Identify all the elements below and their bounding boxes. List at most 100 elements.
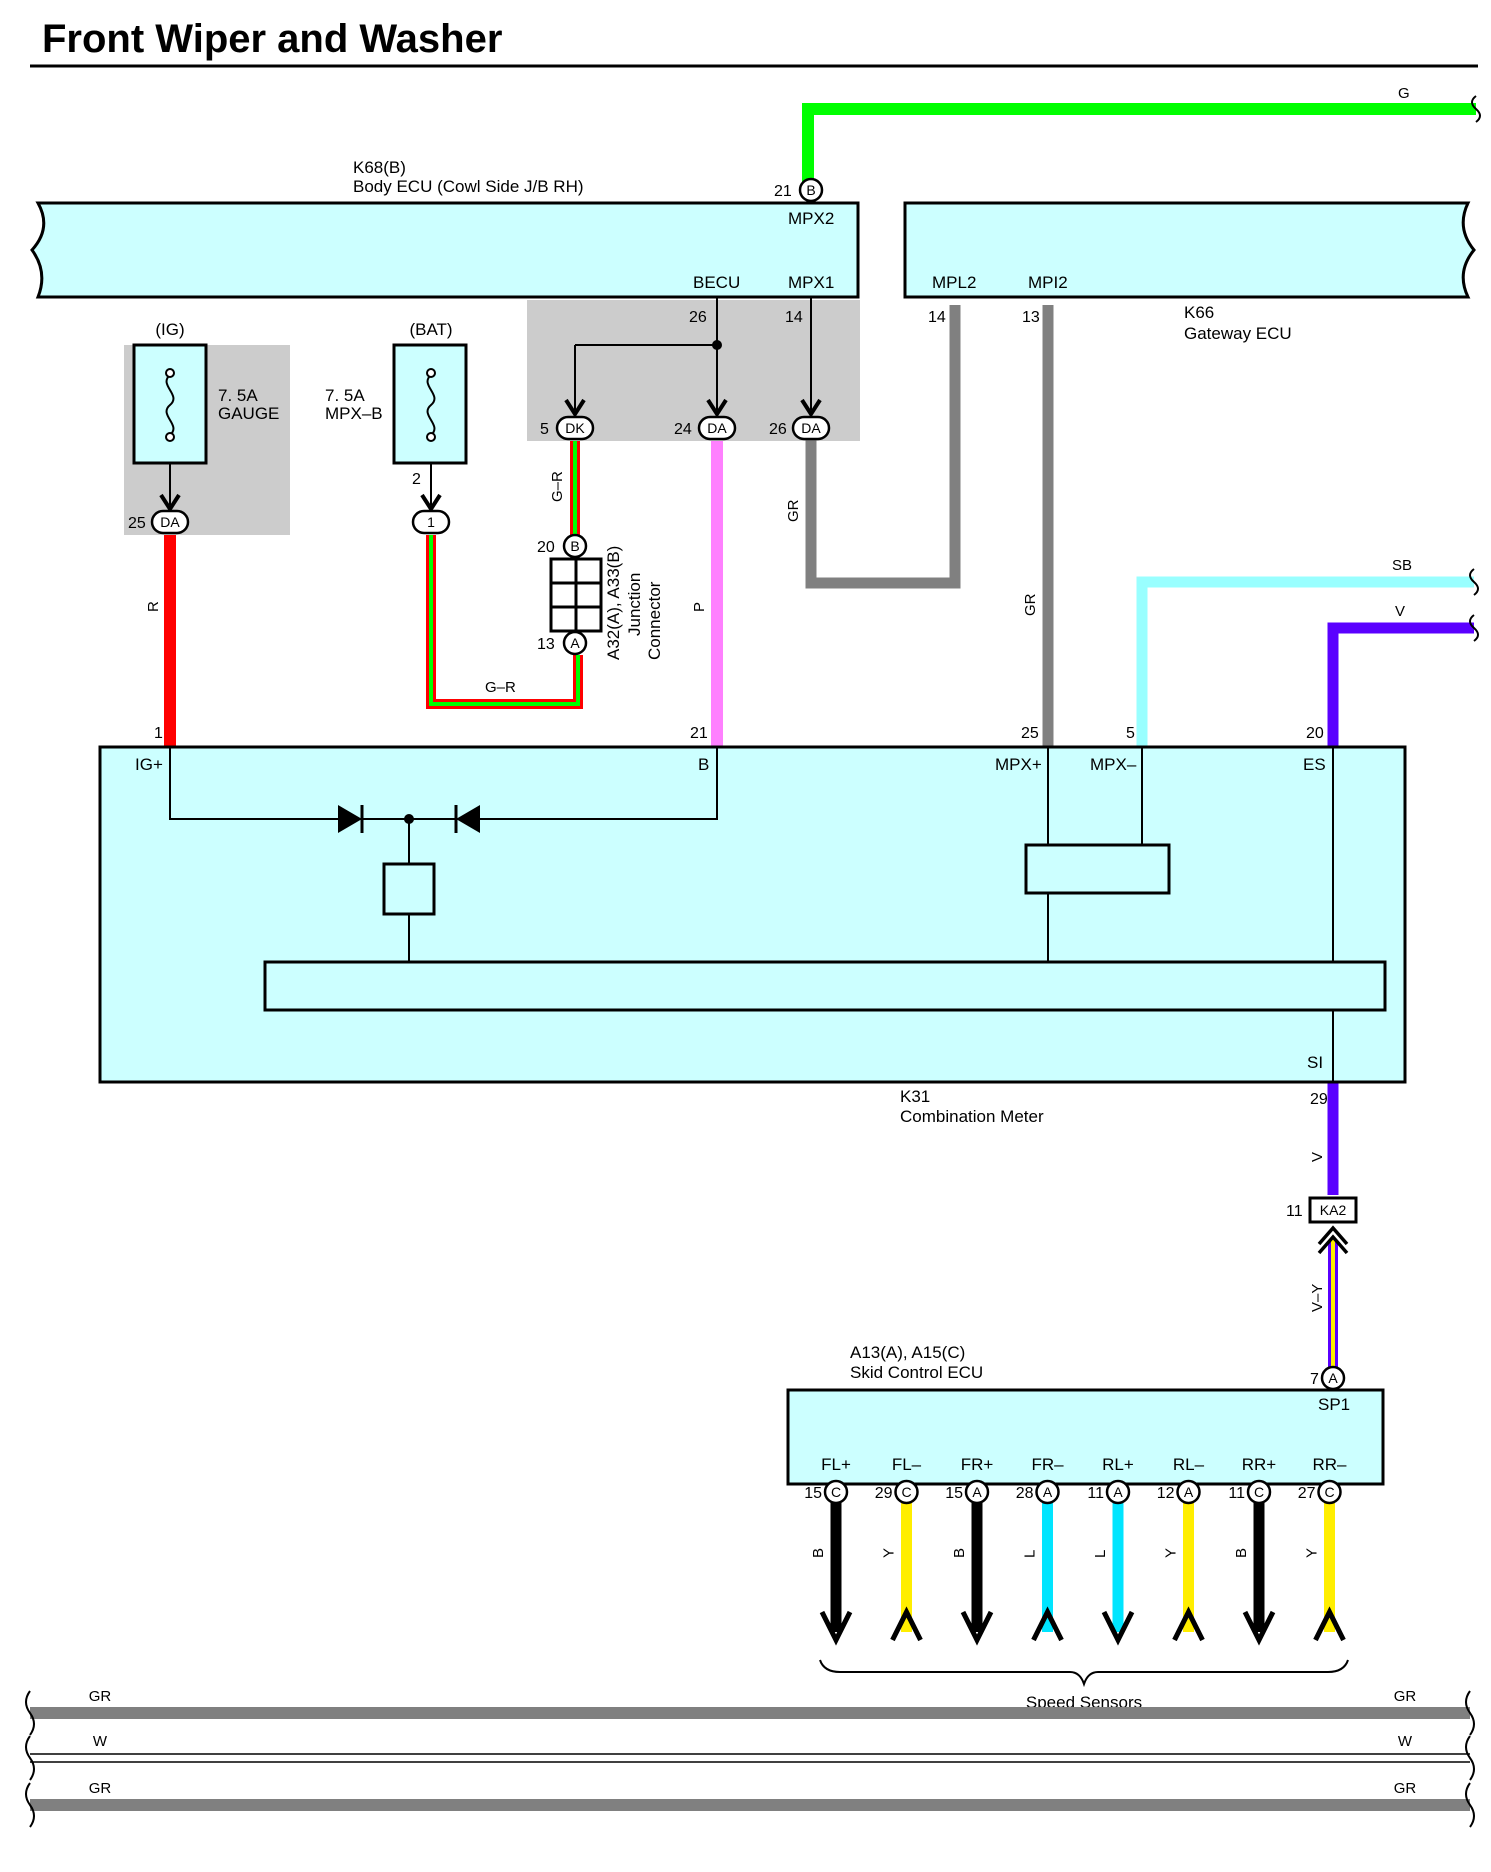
wire-label-v: V — [1395, 603, 1405, 620]
pin-label-mpx1: MPX1 — [788, 273, 834, 292]
sensor-connector-6 — [1176, 1479, 1201, 1505]
skid-ecu-pin-7: RR+ — [1242, 1455, 1277, 1474]
fuse-mpxb-source: (BAT) — [409, 320, 452, 339]
wire-label-g-top: G — [1398, 85, 1410, 102]
meter-diode-right — [456, 805, 480, 833]
pin-11: 11 — [1286, 1203, 1303, 1220]
connector-da-25 — [150, 509, 190, 535]
pin-1: 1 — [154, 725, 163, 742]
becu-junction-dot — [712, 340, 722, 350]
sensor-connector-label-2: C — [901, 1484, 911, 1500]
connector-da-25-label: DA — [160, 514, 180, 530]
connector-dk-5-label: DK — [565, 420, 585, 436]
sensor-connector-label-6: A — [1184, 1484, 1194, 1500]
sensor-connector-8 — [1317, 1479, 1342, 1505]
sensor-wire-label-3: B — [951, 1548, 968, 1558]
becu-branch — [574, 297, 718, 410]
sensor-connector-label-5: A — [1113, 1484, 1123, 1500]
sensor-arrow-out-7 — [1242, 1610, 1276, 1646]
sensor-connector-label-4: A — [1043, 1484, 1053, 1500]
junction-connector-name-line1: Junction — [625, 573, 644, 636]
meter-pin-mpxp: MPX+ — [995, 755, 1042, 774]
wire-label-v-y: V–Y — [1309, 1284, 1326, 1312]
connector-ka2-label: KA2 — [1320, 1202, 1347, 1218]
sensor-wire-label-2: Y — [881, 1548, 898, 1558]
sensor-arrow-in-8 — [1313, 1606, 1346, 1642]
meter-internal-bus — [263, 960, 1387, 1012]
combination-meter-name: Combination Meter — [900, 1107, 1044, 1126]
pin-5m: 5 — [1126, 725, 1135, 742]
meter-mpx-transceiver — [1024, 843, 1171, 895]
pin-13: 13 — [537, 636, 555, 653]
sensor-connector-label-7: C — [1254, 1484, 1264, 1500]
bus-label-left-3: GR — [89, 1780, 112, 1797]
pin-label-becu: BECU — [693, 273, 740, 292]
pin-14-gw: 14 — [928, 309, 946, 326]
sensor-arrow-out-3 — [960, 1610, 994, 1646]
pin-26: 26 — [689, 309, 707, 326]
pin-20m: 20 — [1306, 725, 1324, 742]
arrow-da26 — [800, 398, 822, 418]
connector-da-26 — [791, 415, 831, 441]
sensor-connector-7 — [1246, 1479, 1272, 1505]
meter-pin-b: B — [698, 755, 709, 774]
wire-g-top — [802, 103, 1476, 190]
sensor-arrow-out-5 — [1101, 1610, 1135, 1646]
junction-connector-name-line2: Connector — [645, 581, 664, 660]
fuse-gauge-source: (IG) — [155, 320, 184, 339]
fuse-mpxb-icon — [426, 374, 436, 436]
skid-ecu-pin-1: FL+ — [821, 1455, 851, 1474]
connector-1 — [411, 509, 451, 535]
sensor-connector-3 — [964, 1479, 990, 1505]
bus-label-right-2: W — [1398, 1733, 1413, 1750]
wire-label-gr-mpi2: GR — [1022, 593, 1039, 616]
speed-sensors-brace — [819, 1659, 1349, 1688]
fuse-gauge-dot-top — [165, 368, 175, 378]
pin-20: 20 — [537, 539, 555, 556]
arrow-fuse-mpxb — [420, 493, 442, 513]
skid-ecu-pin-sp1: SP1 — [1318, 1395, 1350, 1414]
wire-sb — [1136, 576, 1474, 747]
arrow-da24 — [706, 398, 728, 418]
sensor-connector-5 — [1105, 1479, 1131, 1505]
page-title: Front Wiper and Washer — [42, 17, 502, 61]
meter-pin-si: SI — [1307, 1053, 1323, 1072]
meter-pin-ig: IG+ — [135, 755, 163, 774]
fuse-mpxb-rating: 7. 5A — [325, 386, 365, 405]
ka2-double-arrow — [1317, 1225, 1349, 1255]
sensor-arrow-in-6 — [1172, 1606, 1205, 1642]
wire-v — [1327, 622, 1474, 747]
fuse-mpxb-dot-top — [426, 368, 436, 378]
sensor-connector-4 — [1035, 1479, 1060, 1505]
pin-25-fuse: 25 — [128, 515, 146, 532]
wire-label-r: R — [145, 601, 162, 612]
sensor-arrow-in-2 — [890, 1606, 923, 1642]
connector-a-13 — [562, 630, 588, 656]
pin-7: 7 — [1310, 1371, 1319, 1388]
sensor-pin-6: 12 — [1157, 1485, 1175, 1502]
sensor-wire-label-8: Y — [1304, 1548, 1321, 1558]
skid-ecu-pin-6: RL– — [1173, 1455, 1205, 1474]
connector-a-7-label: A — [1328, 1370, 1338, 1386]
sensor-arrow-out-1 — [819, 1610, 853, 1646]
sensor-wire-label-7: B — [1233, 1548, 1250, 1558]
sensor-pin-5: 11 — [1087, 1485, 1104, 1502]
fuse-gauge-icon — [165, 374, 175, 436]
wire-g-r-loop-stripe — [429, 535, 580, 706]
connector-b-21-label: B — [806, 182, 815, 198]
pin-14: 14 — [785, 309, 803, 326]
sensor-wire-label-5: L — [1092, 1550, 1109, 1558]
fuse-mpxb-dot-bottom — [426, 432, 436, 442]
pin-29: 29 — [1310, 1091, 1328, 1108]
connector-da-24 — [697, 415, 737, 441]
combination-meter-code: K31 — [900, 1087, 930, 1106]
skid-ecu-pin-8: RR– — [1312, 1455, 1347, 1474]
arrow-fuse-gauge — [159, 493, 181, 513]
connector-b-20-label: B — [570, 538, 579, 554]
pin-26b: 26 — [769, 421, 787, 438]
wire-end-g — [1471, 95, 1481, 123]
sensor-connector-2 — [894, 1479, 919, 1505]
sensor-wire-label-4: L — [1022, 1550, 1039, 1558]
bus-right-end-2 — [1465, 1735, 1475, 1781]
